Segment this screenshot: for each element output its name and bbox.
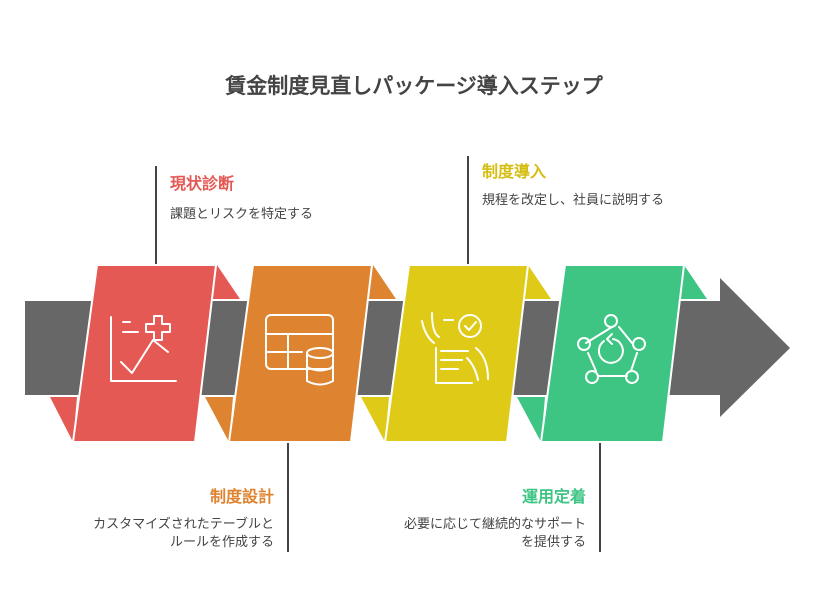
table-database-icon xyxy=(265,314,334,386)
cycle-network-icon xyxy=(577,314,646,384)
step-4-title: 運用定着 xyxy=(521,487,586,506)
step-panel-3 xyxy=(361,264,551,443)
step-2-desc: カスタマイズされたテーブルとルールを作成する xyxy=(93,517,274,550)
step-1-desc: 課題とリスクを特定する xyxy=(170,207,314,222)
chart-plus-icon xyxy=(110,315,177,382)
step-3-title: 制度導入 xyxy=(482,162,547,181)
step-2-title: 制度設計 xyxy=(209,487,274,506)
step-panel-4 xyxy=(517,264,707,443)
diagram-title: 賃金制度見直しパッケージ導入ステップ xyxy=(225,74,603,98)
step-3-desc: 規程を改定し、社員に説明する xyxy=(482,193,665,208)
step-1-title: 現状診断 xyxy=(170,174,235,193)
step-panel-2 xyxy=(205,264,396,443)
checklist-hand-icon xyxy=(421,312,489,384)
step-4-desc: 必要に応じて継続的なサポートを提供する xyxy=(403,517,586,550)
